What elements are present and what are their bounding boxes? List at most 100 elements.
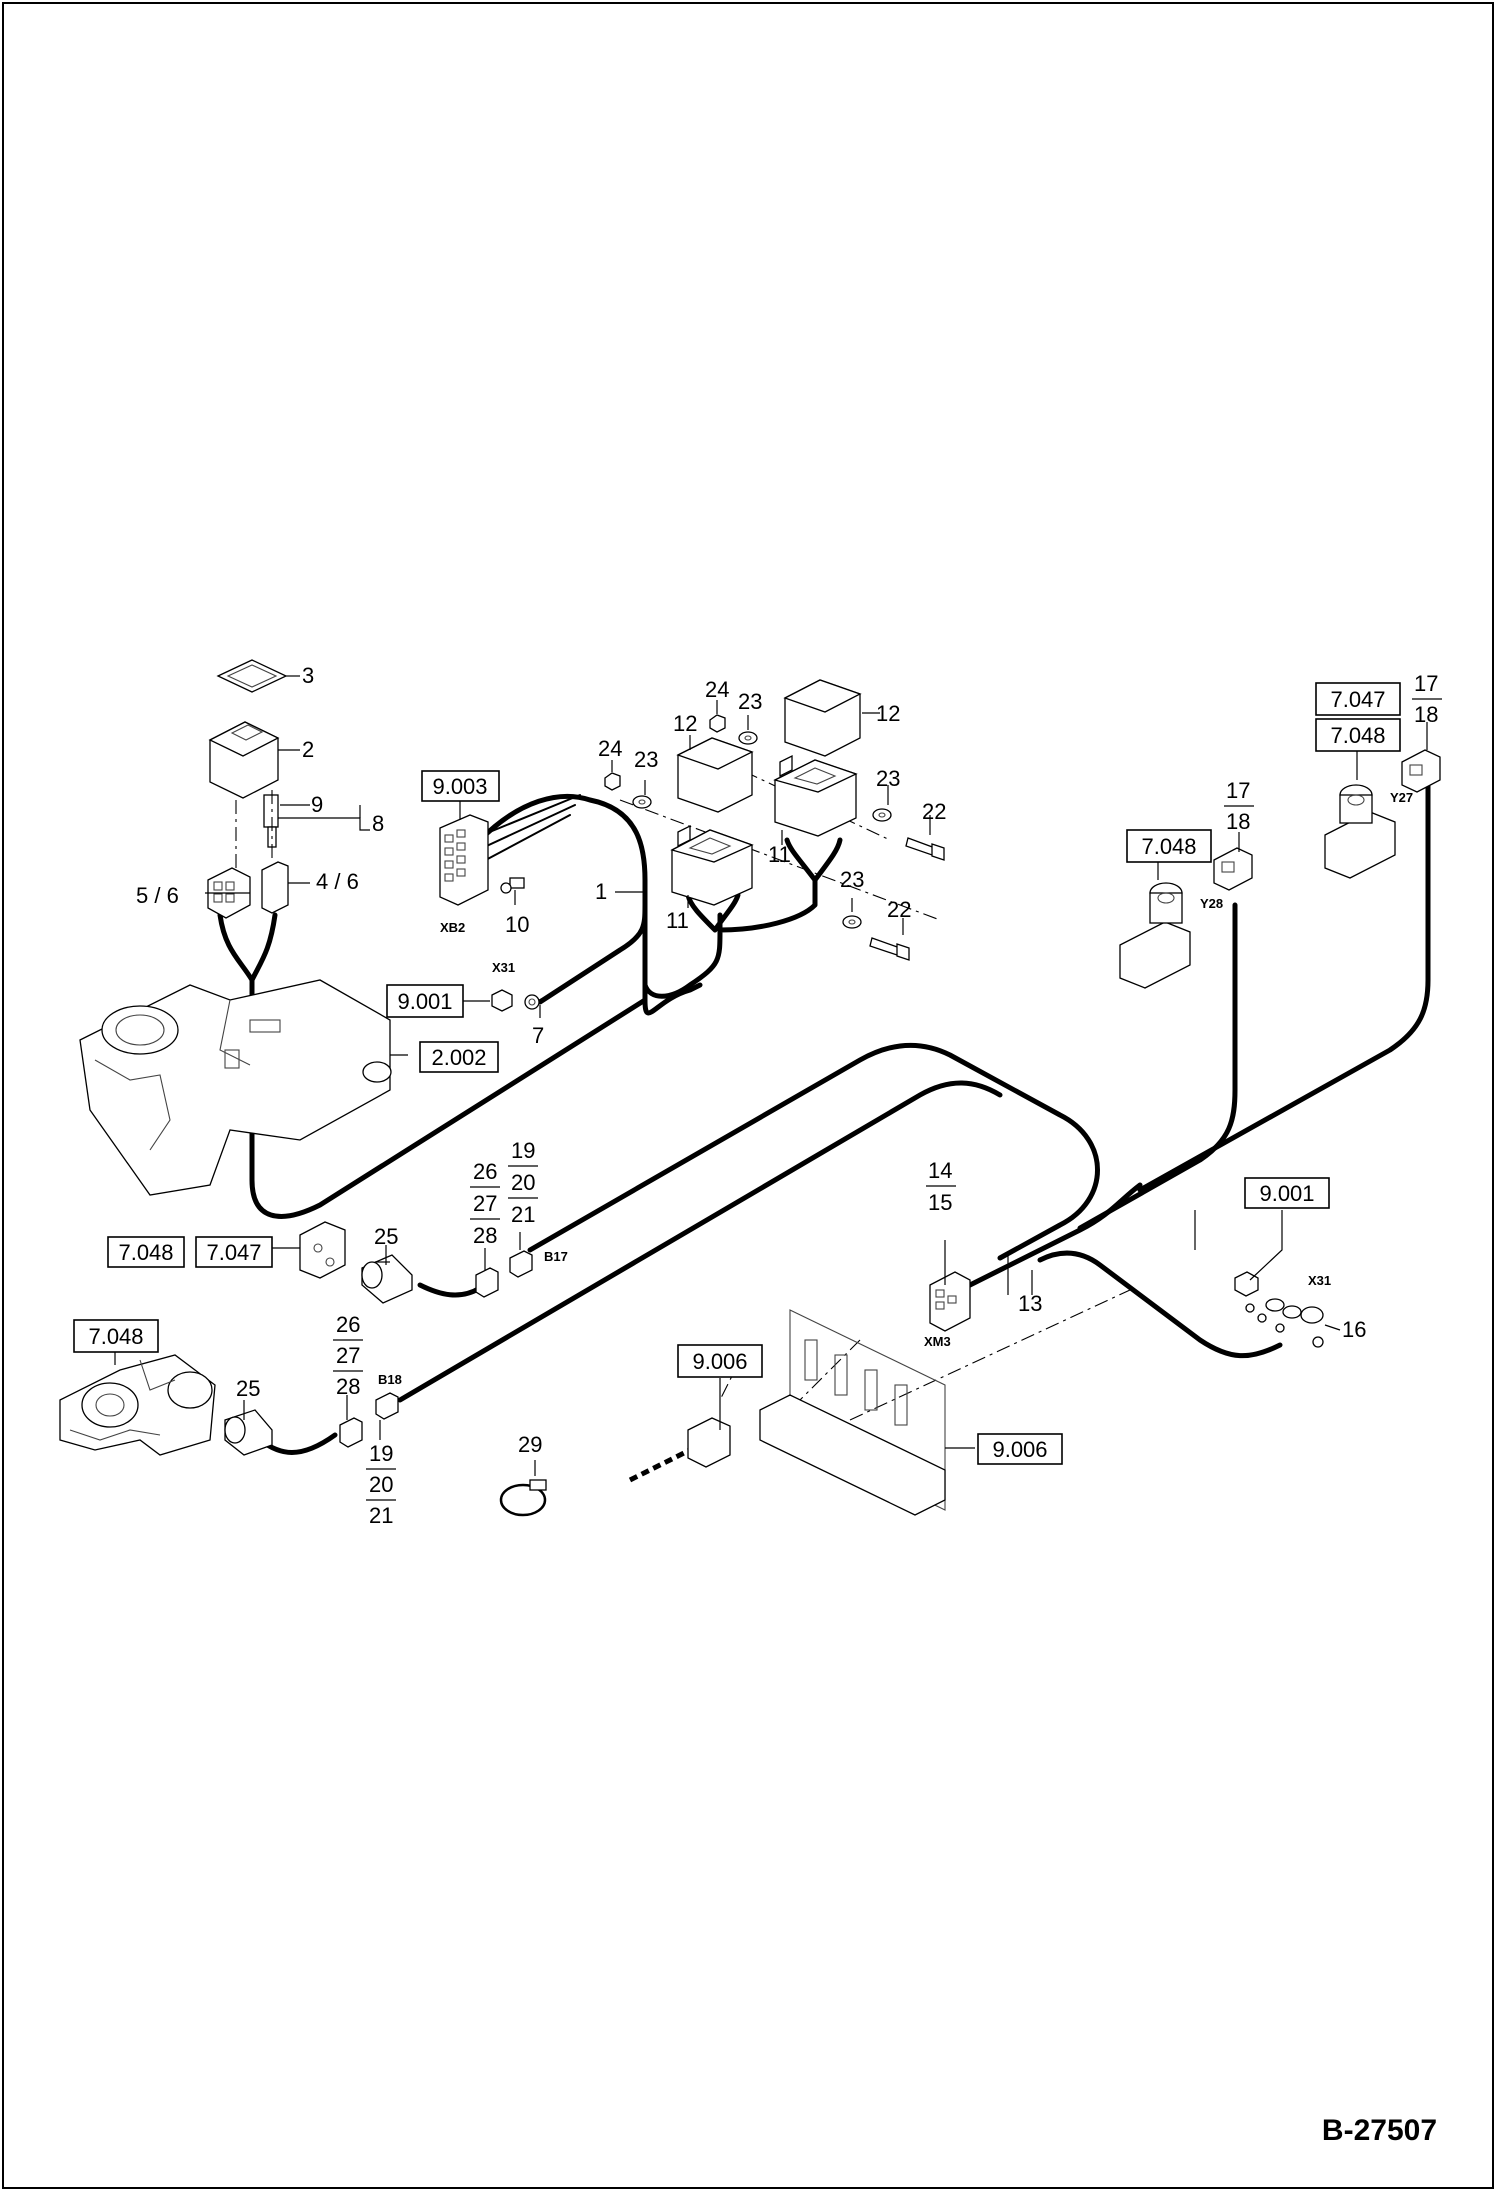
washer-23-b [738, 731, 758, 745]
item-10: 10 [505, 912, 529, 937]
harness-x31-end [1037, 1250, 1283, 1359]
item-26-upper: 26 [473, 1159, 497, 1184]
item-25-upper: 25 [374, 1224, 398, 1249]
harness-9006-tail [628, 1447, 692, 1483]
tag-xm3: XM3 [924, 1334, 951, 1349]
reference-box-7048-y28: 7.048 [1126, 829, 1212, 863]
ref-9006-text: 9.006 [692, 1349, 747, 1374]
cable-tie-icon [499, 1479, 547, 1517]
ref-7047-text: 7.047 [206, 1240, 261, 1265]
item-4-6: 4 / 6 [316, 869, 359, 894]
reference-box-9001-left: 9.001 [386, 984, 464, 1018]
ref-7048-text: 7.048 [1141, 834, 1196, 859]
item-22-upper: 22 [922, 799, 946, 824]
item-1: 1 [595, 879, 607, 904]
proximity-sensor-25-lower [224, 1409, 273, 1456]
leader-lines [114, 675, 1428, 1476]
item-7: 7 [532, 1023, 544, 1048]
harness-loop-upper [477, 793, 703, 1016]
item-19-lower: 19 [369, 1441, 393, 1466]
nut-24-b [709, 714, 726, 733]
item-26-lower: 26 [336, 1312, 360, 1337]
item-23-top: 23 [738, 689, 762, 714]
reference-box-7047-y27: 7.047 [1315, 682, 1401, 716]
tag-xb2: XB2 [440, 920, 465, 935]
rocker-switch-icon [208, 721, 280, 799]
connector-9006 [687, 1417, 731, 1468]
item-13: 13 [1018, 1291, 1042, 1316]
item-numbers: 3 2 9 8 5 / 6 4 / 6 10 1 7 24 23 24 23 1… [136, 663, 1442, 1528]
terminal-block-xb2 [439, 814, 489, 906]
ref-7048-text: 7.048 [118, 1240, 173, 1265]
connector-b17 [475, 1250, 533, 1298]
item-12-right: 12 [876, 701, 900, 726]
switch-cover [216, 659, 288, 693]
item-29: 29 [518, 1432, 542, 1457]
screw-22-b [869, 937, 910, 961]
item-15: 15 [928, 1190, 952, 1215]
item-8: 8 [372, 811, 384, 836]
item-16: 16 [1342, 1317, 1366, 1342]
mounting-bracket-icon [299, 1221, 346, 1279]
ref-7048-text: 7.048 [88, 1324, 143, 1349]
washer-23-d [842, 915, 862, 929]
relay-socket-11-right [773, 754, 858, 837]
washer-23-c [872, 808, 892, 822]
tag-b17: B17 [544, 1249, 568, 1264]
pin-bracket-assembly [59, 1354, 216, 1456]
relay-12-left [676, 737, 754, 813]
connector-4-6 [261, 861, 289, 914]
tag-b18: B18 [378, 1372, 402, 1387]
harness-b18-run [397, 1080, 1003, 1403]
item-21-lower: 21 [369, 1503, 393, 1528]
item-20-lower: 20 [369, 1472, 393, 1497]
nut-24-a [604, 772, 621, 791]
item-27-upper: 27 [473, 1191, 497, 1216]
washer-23-a [632, 795, 652, 809]
reference-box-7048-y27: 7.048 [1315, 718, 1401, 752]
item-24-left: 24 [598, 736, 622, 761]
harness-b17-lead [417, 1282, 483, 1298]
screw-22-a [905, 837, 945, 861]
item-3: 3 [302, 663, 314, 688]
tag-y27: Y27 [1390, 790, 1413, 805]
relay-socket-11-left [670, 824, 754, 906]
proximity-sensor-25-upper [361, 1254, 413, 1304]
item-14: 14 [928, 1158, 952, 1183]
item-28-lower: 28 [336, 1374, 360, 1399]
harness-xb2-wires [474, 794, 581, 863]
item-21-upper: 21 [511, 1202, 535, 1227]
connector-xm3 [929, 1271, 971, 1332]
item-24-top: 24 [705, 677, 729, 702]
control-housing [79, 979, 392, 1196]
reference-box-9003: 9.003 [421, 770, 500, 802]
reference-box-9006-top: 9.006 [677, 1344, 763, 1378]
connector-tags: XB2 X31 B17 B18 XM3 Y27 Y28 X31 [378, 790, 1413, 1387]
item-23-right: 23 [876, 766, 900, 791]
harness-x31-branch [537, 902, 648, 1005]
item-25-lower: 25 [236, 1376, 260, 1401]
ground-stud-x31 [491, 989, 549, 1012]
harness-relay-right [784, 837, 843, 883]
connector-b18 [339, 1392, 399, 1448]
harness-b17-run [527, 1042, 1100, 1261]
document-id: B-27507 [1322, 2114, 1437, 2147]
ref-9001-text: 9.001 [1259, 1181, 1314, 1206]
harness-switch-run [249, 977, 648, 1219]
reference-box-7048-bracket: 7.048 [107, 1236, 185, 1268]
contact-pins [263, 790, 279, 860]
item-18-y27: 18 [1414, 702, 1438, 727]
solenoid-valve-y27 [1324, 749, 1441, 879]
item-22-lower: 22 [887, 897, 911, 922]
item-5-6: 5 / 6 [136, 883, 179, 908]
item-19-upper: 19 [511, 1138, 535, 1163]
harness-xm3-run [967, 1182, 1143, 1288]
solenoid-valve-y28 [1119, 847, 1253, 989]
item-17-y28: 17 [1226, 778, 1250, 803]
wiring-harness [217, 772, 1431, 1483]
tag-x31-right: X31 [1308, 1273, 1331, 1288]
relay-12-right [783, 679, 862, 757]
item-2: 2 [302, 737, 314, 762]
reference-box-9006-right: 9.006 [977, 1433, 1063, 1465]
